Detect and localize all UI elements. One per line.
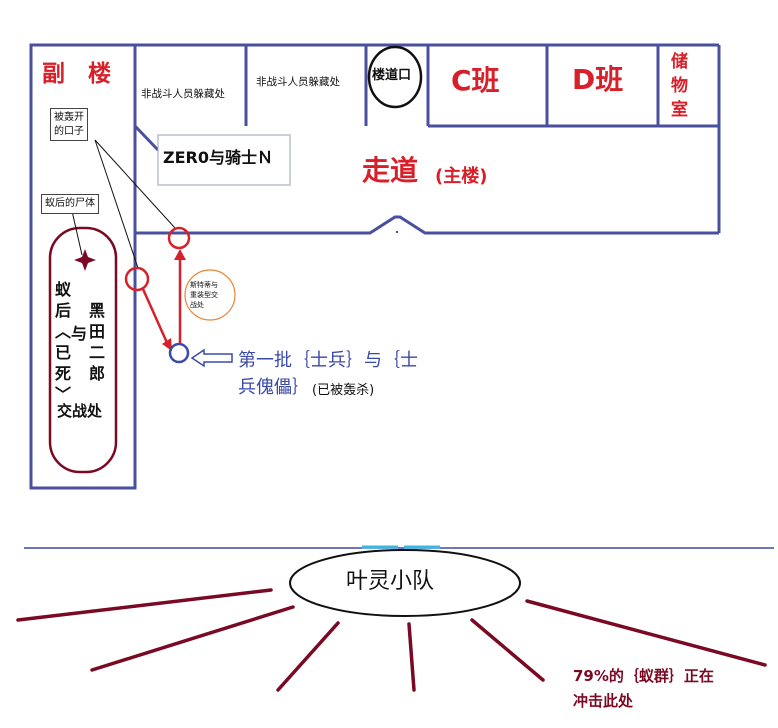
annex-label: 副 楼 <box>42 61 111 87</box>
breach-note: 被轰开 的口子 <box>50 108 88 141</box>
squad-ellipse <box>289 549 521 617</box>
queen-capsule <box>48 226 118 474</box>
class-c-label: C班 <box>451 64 500 97</box>
fight-circle-label: 斯特蒂与 重装型交 战处 <box>190 281 218 309</box>
pointer-breach-1 <box>94 139 139 269</box>
stairs-label: 楼道口 <box>372 68 412 83</box>
room-non-combatant-1: 非战斗人员躲藏处 <box>141 88 225 100</box>
pointer-breach-2 <box>94 139 176 229</box>
swarm-line-3 <box>276 621 340 692</box>
queen-bottom-label: 交战处 <box>57 402 103 420</box>
swarm-line-4 <box>407 622 416 692</box>
swarm-line-2 <box>90 605 295 672</box>
corpse-marker <box>74 249 96 271</box>
queen-body-note: 蚁后的尸体 <box>41 194 99 214</box>
pointer-queen <box>71 210 83 256</box>
first-batch-note: (已被轰杀) <box>312 383 375 398</box>
swarm-line-text-2: 冲击此处 <box>573 692 634 710</box>
building-walls <box>29 43 721 490</box>
pointer-lines <box>71 139 176 269</box>
fight-circle <box>184 269 236 321</box>
breach-circle <box>124 266 150 292</box>
swarm-line-1 <box>16 588 273 622</box>
queen-col-3: 黑 田 二 郎 <box>89 301 106 383</box>
first-batch-arrow <box>190 348 233 368</box>
path-arrow-1 <box>162 338 172 351</box>
zero-label: ZER0与骑士Ｎ <box>163 148 273 167</box>
path-diagonal <box>141 288 170 346</box>
top-circle <box>167 226 191 250</box>
queen-col-1: 蚁 后 ︿ 已 死 ﹀ <box>55 280 72 404</box>
first-batch-line-2: 兵傀儡｝ <box>238 377 310 398</box>
corridor-main-label: 走道 <box>362 154 419 187</box>
corridor-bottom-wall <box>135 215 719 235</box>
room-left-diagonal <box>133 124 160 152</box>
swarm-line-text-1: 79%的｛蚁群｝正在 <box>573 667 714 685</box>
first-batch-marker <box>168 342 190 364</box>
swarm-line-5 <box>470 618 545 682</box>
squad-label: 叶灵小队 <box>346 569 435 594</box>
red-path <box>124 226 191 351</box>
path-arrow-2 <box>174 249 186 260</box>
queen-col-2: 与 <box>71 324 88 343</box>
corridor-sub-label: (主楼) <box>435 166 488 187</box>
annex-wall <box>29 43 137 490</box>
room-non-combatant-2: 非战斗人员躲藏处 <box>256 76 340 88</box>
zero-box <box>157 134 291 186</box>
first-batch-line-1: 第一批｛士兵｝与｛士 <box>238 350 418 371</box>
swarm-lines <box>16 588 767 692</box>
stairs-circle <box>367 45 423 109</box>
class-d-label: D班 <box>572 63 624 96</box>
storage-label: 储 物 室 <box>671 52 688 120</box>
swarm-line-6 <box>525 599 767 667</box>
